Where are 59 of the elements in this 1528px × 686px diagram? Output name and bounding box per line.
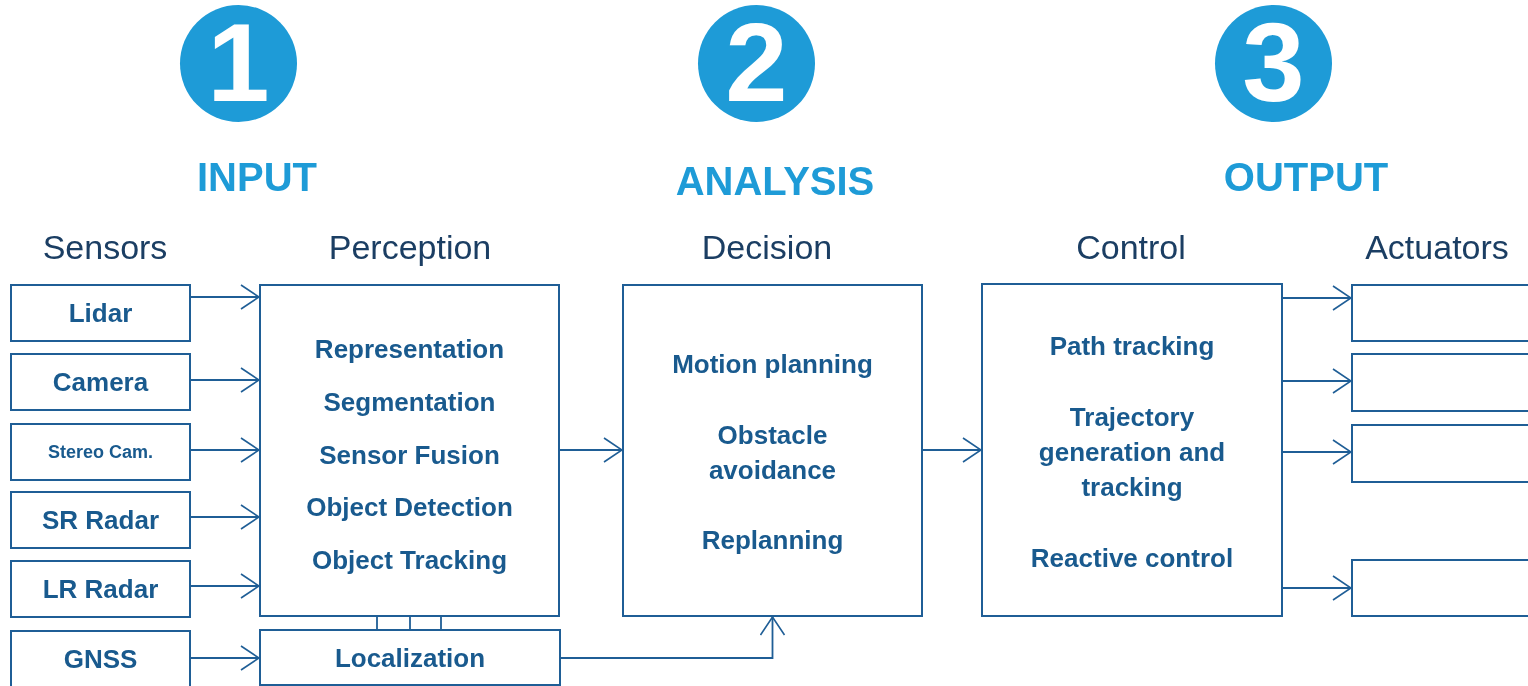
task-text: Representation — [313, 333, 506, 366]
task-text: Motion planning — [671, 348, 874, 381]
sensor-name: LR Radar — [41, 573, 160, 606]
stage-heading: ANALYSIS — [675, 159, 875, 204]
task-text: Object Detection — [305, 491, 514, 524]
sensor-name: GNSS — [62, 643, 139, 676]
arrow — [190, 367, 260, 393]
arrow — [559, 437, 623, 463]
column-heading: Actuators — [1365, 228, 1509, 267]
task-text: Replanning — [700, 524, 845, 557]
task-text: Obstacle avoidance — [707, 419, 838, 487]
actuator-box — [1351, 424, 1528, 483]
arrow — [190, 645, 260, 671]
column-heading: Decision — [701, 228, 833, 267]
actuator-box — [1351, 559, 1528, 617]
arrow — [190, 437, 260, 463]
stage-heading: OUTPUT — [1223, 155, 1389, 200]
sensor-box — [10, 284, 191, 342]
arrow — [190, 284, 260, 310]
arrow — [560, 616, 786, 659]
actuator-box — [1351, 353, 1528, 412]
stage-heading: INPUT — [197, 155, 317, 200]
sensor-box — [10, 560, 191, 618]
decision-box — [622, 284, 923, 617]
sensor-name: Stereo Cam. — [46, 441, 154, 464]
task-text: Path tracking — [1048, 330, 1216, 363]
arrow — [1282, 575, 1352, 601]
task-text: Sensor Fusion — [318, 439, 501, 472]
arrow — [1282, 368, 1352, 394]
connector-line — [409, 616, 411, 630]
arrow — [190, 573, 260, 599]
arrow — [190, 504, 260, 530]
step-number: 1 — [206, 7, 271, 119]
column-heading: Perception — [328, 228, 492, 267]
sensor-box — [10, 423, 191, 481]
sensor-box — [10, 491, 191, 549]
step-number: 2 — [724, 7, 789, 119]
localization-box — [259, 629, 561, 686]
sensor-box — [10, 353, 191, 411]
arrow — [1282, 439, 1352, 465]
connector-line — [376, 616, 378, 630]
arrow — [1282, 285, 1352, 311]
sensor-name: Camera — [51, 366, 150, 399]
perception-box — [259, 284, 560, 617]
arrow — [922, 437, 982, 463]
actuator-box — [1351, 284, 1528, 342]
task-text: Reactive control — [1029, 542, 1235, 575]
control-box — [981, 283, 1283, 617]
sensor-name: Lidar — [67, 297, 134, 330]
column-heading: Sensors — [42, 228, 168, 267]
column-heading: Control — [1076, 228, 1186, 267]
task-text: Trajectory generation and tracking — [1037, 401, 1227, 504]
connector-line — [440, 616, 442, 630]
sensor-name: SR Radar — [40, 504, 160, 537]
task-text: Object Tracking — [310, 544, 509, 577]
task-text: Segmentation — [322, 386, 497, 419]
step-number: 3 — [1241, 7, 1306, 119]
sensor-box — [10, 630, 191, 686]
box-label: Localization — [333, 642, 487, 675]
